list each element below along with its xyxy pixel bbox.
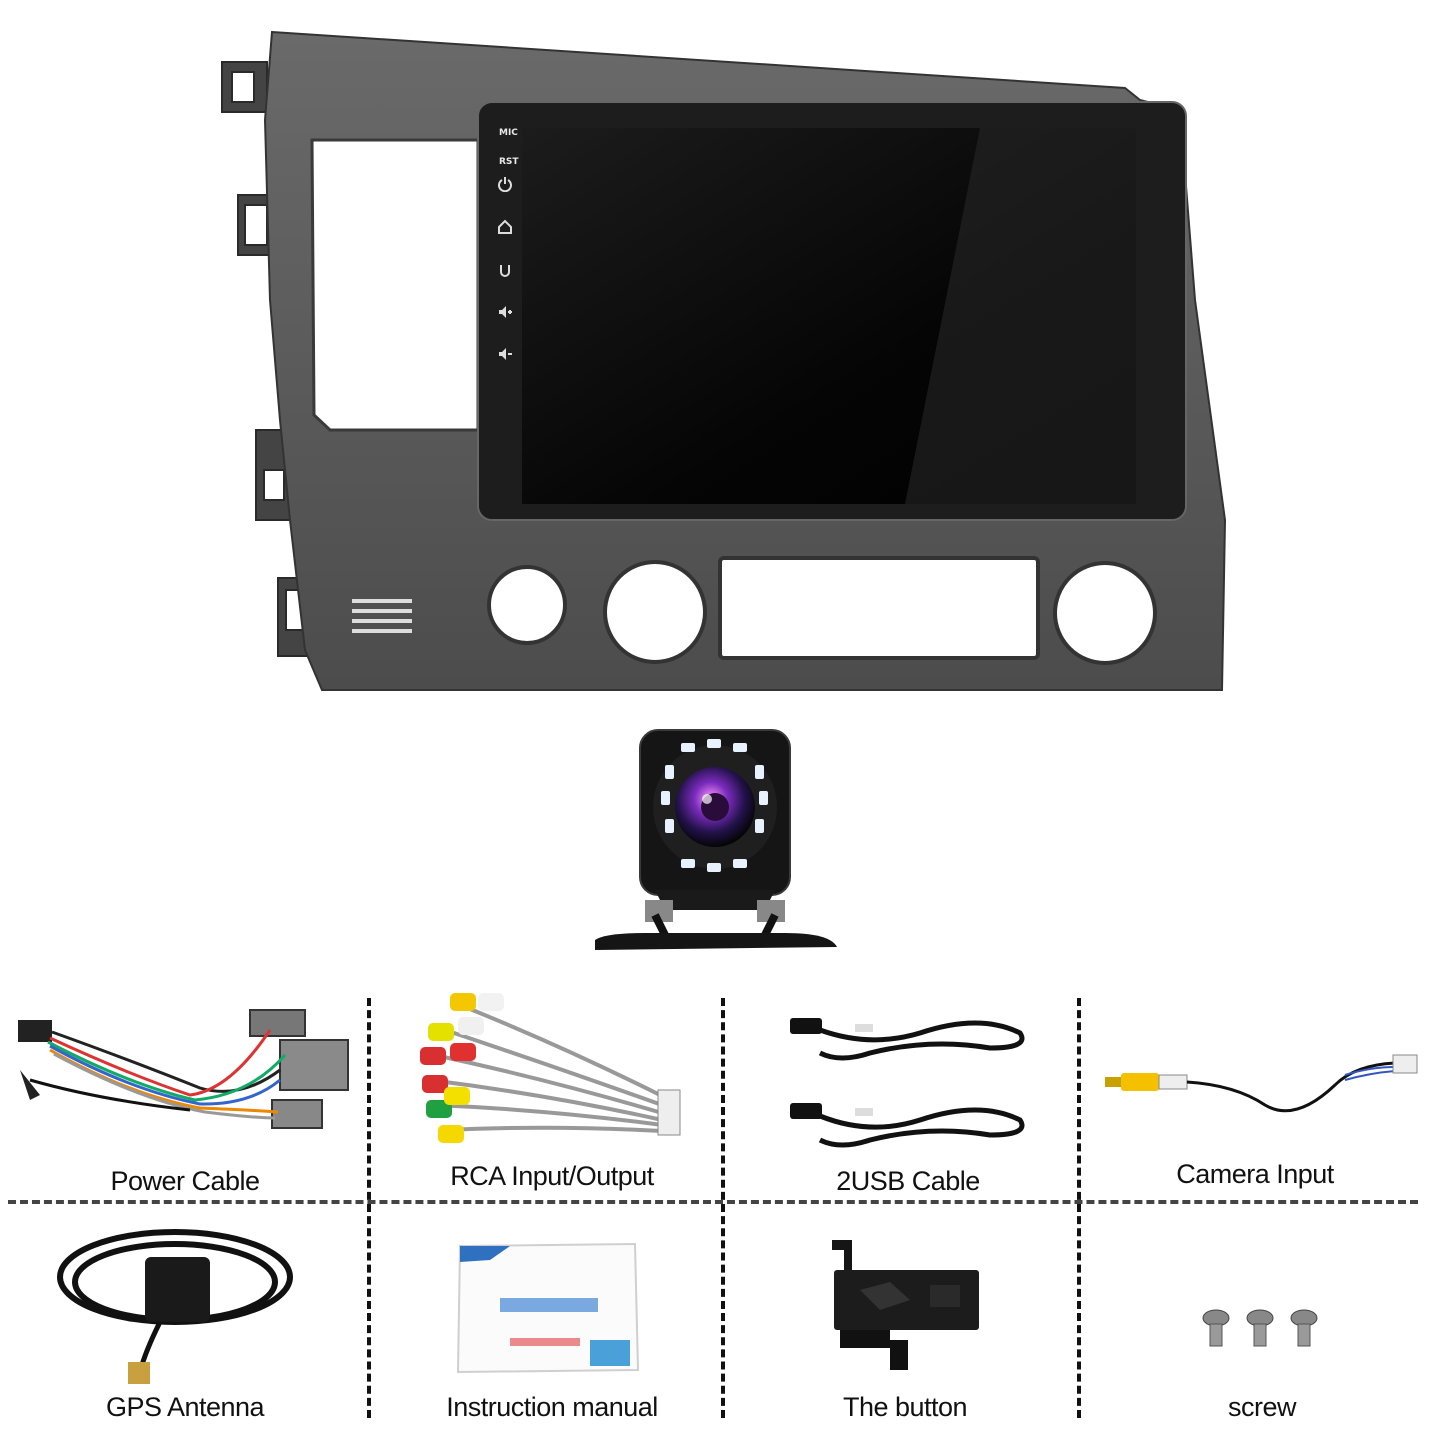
- back-icon[interactable]: [497, 262, 513, 278]
- grid-divider: [721, 998, 725, 1418]
- instruction-manual-label: Instruction manual: [446, 1392, 658, 1422]
- gps-antenna-label: GPS Antenna: [105, 1392, 265, 1422]
- power-icon[interactable]: [497, 176, 513, 192]
- screws-image: [1202, 1309, 1318, 1347]
- grid-divider: [367, 998, 371, 1418]
- volume-down-icon[interactable]: [497, 346, 513, 362]
- rear-camera-illustration: [595, 729, 837, 950]
- mic-label: MIC: [499, 128, 518, 138]
- power-cable-image: [18, 1009, 349, 1129]
- rca-cable-image: [420, 993, 681, 1143]
- usb-cable-image: [790, 1018, 1025, 1148]
- instruction-manual-image: [456, 1242, 640, 1374]
- the-button-label: The button: [842, 1392, 968, 1422]
- grid-divider: [1077, 998, 1081, 1418]
- power-cable-label: Power Cable: [110, 1166, 260, 1196]
- usb-cable-label: 2USB Cable: [836, 1166, 980, 1196]
- camera-input-cable-image: [1105, 1054, 1418, 1113]
- home-icon[interactable]: [497, 219, 513, 235]
- bracket-image: [832, 1240, 979, 1370]
- screw-label: screw: [1227, 1392, 1297, 1422]
- volume-up-icon[interactable]: [497, 304, 513, 320]
- vent-slots: [352, 599, 412, 633]
- camera-input-label: Camera Input: [1176, 1159, 1334, 1189]
- rca-cable-label: RCA Input/Output: [450, 1161, 654, 1191]
- grid-divider: [8, 1200, 1418, 1204]
- gps-antenna-image: [57, 1229, 293, 1384]
- knob-openings: [487, 556, 1157, 665]
- head-unit-illustration: [221, 30, 1227, 691]
- reset-button[interactable]: RST: [499, 157, 519, 167]
